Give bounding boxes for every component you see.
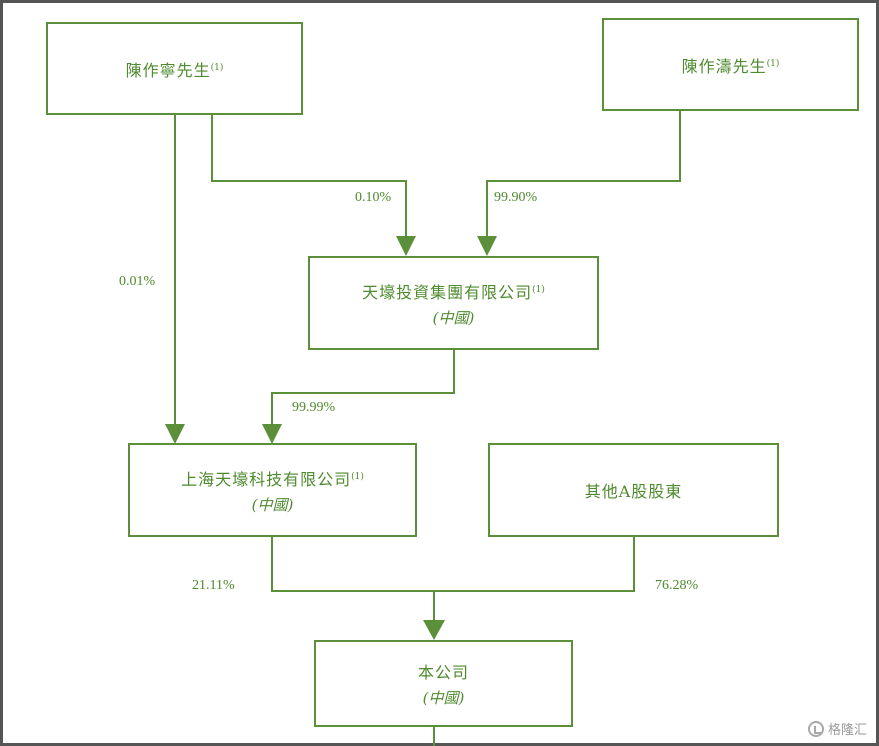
footnote-marker: (1)	[351, 471, 364, 482]
entity-chen-zuotao-name: 陳作濤先生(1)	[681, 56, 780, 76]
entity-shanghai-tianrang-jurisdiction: (中國)	[251, 495, 294, 514]
entity-other-a-shareholders: 其他A股股東	[488, 443, 779, 537]
footnote-marker: (1)	[766, 58, 780, 69]
arrowhead-to-company	[423, 620, 445, 640]
footnote-marker: (1)	[210, 62, 224, 73]
entity-company: 本公司 (中國)	[314, 640, 573, 727]
watermark-text: 格隆汇	[827, 723, 867, 738]
entity-other-a-shareholders-name: 其他A股股東	[584, 482, 683, 501]
entity-chen-zuoning: 陳作寧先生(1)	[46, 22, 303, 115]
footnote-marker: (1)	[532, 284, 545, 295]
connector-shanghai-to-company	[271, 536, 434, 592]
arrowhead-ning-to-group	[396, 236, 416, 256]
watermark: 格隆汇	[807, 719, 867, 738]
connector-others-to-company	[434, 536, 635, 592]
entity-tianrang-group-name: 天壕投資集團有限公司(1)	[362, 282, 545, 302]
connector-tao-to-group	[486, 110, 681, 236]
pct-ning-to-group: 0.10%	[355, 190, 392, 205]
pct-others-to-company: 76.28%	[655, 578, 699, 593]
pct-ning-to-shanghai: 0.01%	[119, 274, 156, 289]
entity-company-jurisdiction: (中國)	[422, 689, 465, 707]
entity-tianrang-group: 天壕投資集團有限公司(1) (中國)	[308, 256, 599, 350]
entity-company-name: 本公司	[417, 663, 469, 682]
connector-ning-to-group	[211, 114, 407, 236]
entity-shanghai-tianrang-name: 上海天壕科技有限公司(1)	[181, 469, 364, 489]
arrowhead-ning-to-shanghai	[165, 424, 185, 444]
entity-tianrang-group-jurisdiction: (中國)	[432, 308, 475, 327]
pct-tao-to-group: 99.90%	[494, 190, 538, 205]
pct-shanghai-to-company: 21.11%	[192, 578, 235, 593]
arrowhead-tao-to-group	[477, 236, 497, 256]
entity-shanghai-tianrang: 上海天壕科技有限公司(1) (中國)	[128, 443, 417, 537]
gelonghui-logo-icon	[807, 720, 824, 737]
arrowhead-group-to-shanghai	[262, 424, 282, 444]
entity-chen-zuoning-name: 陳作寧先生(1)	[125, 60, 224, 80]
pct-group-to-shanghai: 99.99%	[292, 400, 336, 415]
entity-chen-zuotao: 陳作濤先生(1)	[602, 18, 859, 111]
connector-group-to-shanghai	[271, 349, 455, 424]
